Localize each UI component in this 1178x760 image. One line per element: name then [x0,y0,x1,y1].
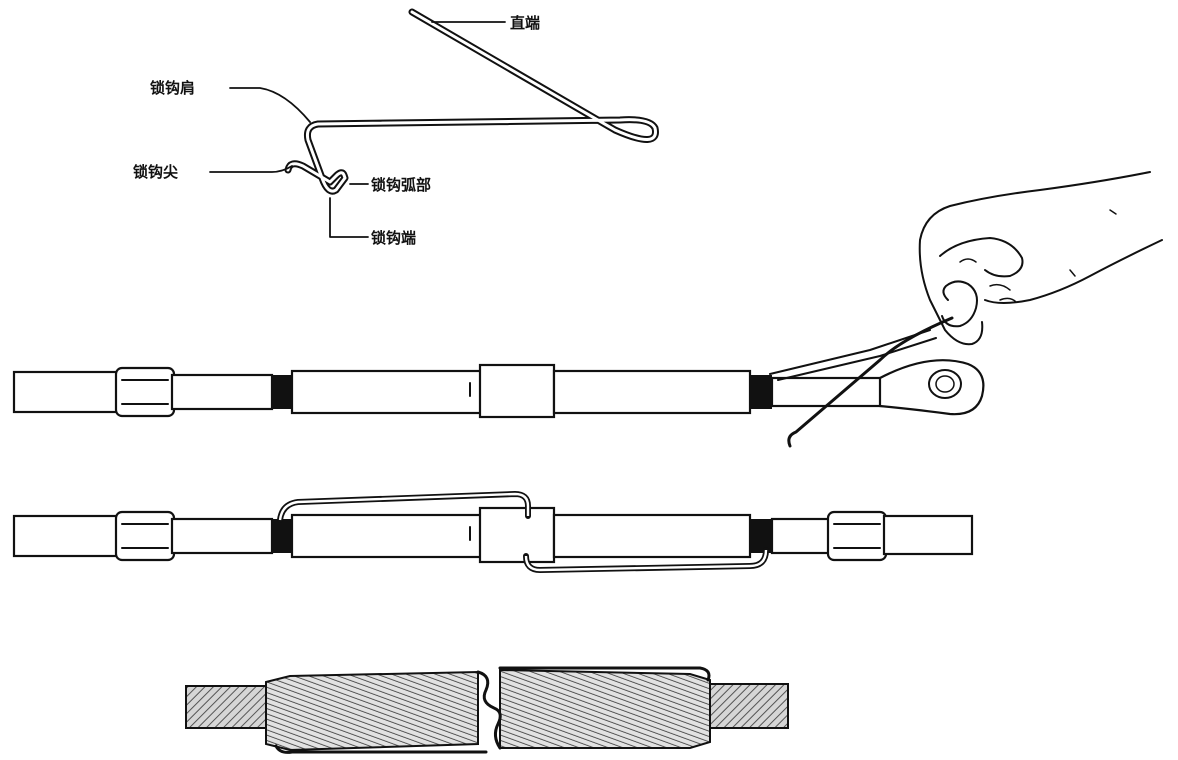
hex-nut [114,366,176,418]
inserting-clip [787,316,954,448]
section-barrel-right [499,668,711,749]
label-shoulder: 锁钩肩 [150,79,195,97]
leader-hook-end [329,197,369,238]
turnbuckle-assembly-1 [12,171,1163,448]
turnbuckle-assembly-2 [12,491,974,573]
shank-left-2 [170,517,274,555]
safety-clip-figure: 直端 锁钩肩 锁钩尖 锁钩弧部 锁钩端 [133,8,659,247]
label-straight-end: 直端 [510,14,540,32]
barrel-right [552,369,752,415]
clip-wire [284,8,659,195]
section-clip-top [498,666,711,682]
barrel-center [478,363,556,419]
hex-nut-left-2 [114,510,176,562]
barrel-right-2 [552,513,752,559]
leader-lines [209,21,506,238]
leader-tip [209,165,293,173]
rod-left-2 [12,514,126,558]
rod-right-2 [882,514,974,556]
hex-nut-right-2 [826,510,888,562]
eye-shank [770,376,902,408]
leader-shoulder [229,87,311,123]
terminal-shank [170,373,274,411]
barrel-center-2 [478,506,556,564]
hand-illustration [918,171,1163,346]
section-barrel-left [265,670,479,752]
thread-blob [272,375,292,409]
rod-left [12,370,126,414]
thread-blob-right [750,375,772,409]
label-tip: 锁钩尖 [133,163,178,181]
section-clip-bottom [274,744,488,754]
barrel-left [290,369,484,415]
turnbuckle-section-view [185,666,789,754]
label-arc: 锁钩弧部 [371,176,431,194]
shank-right-2 [770,517,834,555]
label-hook-end: 锁钩端 [371,229,416,247]
barrel-left-2 [290,513,484,559]
section-lock-hook [476,670,502,750]
eye-end [878,359,985,416]
